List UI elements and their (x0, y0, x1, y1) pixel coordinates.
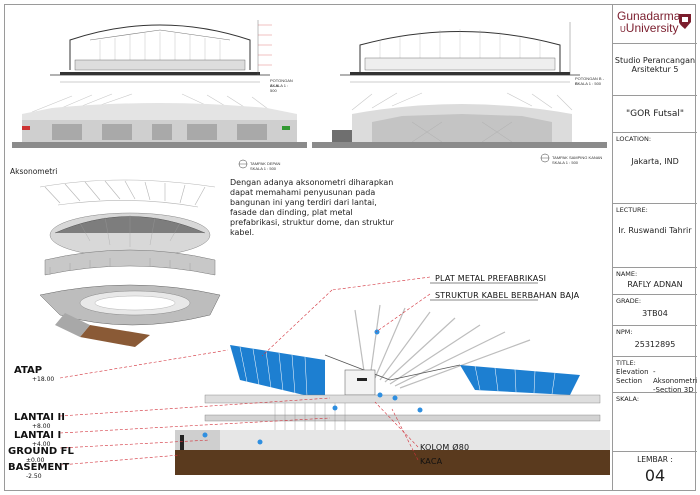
name-cell: NAME: RAFLY ADNAN (613, 268, 697, 295)
location-cell: LOCATION: Jakarta, IND (613, 133, 697, 204)
npm-label: NPM: (616, 328, 633, 336)
lembar-label: LEMBAR : (637, 455, 673, 464)
university-logo: Gunadarma UUniversity (617, 9, 681, 35)
side-view-label: TAMPAK SAMPING KANAN (552, 155, 603, 160)
section-b-label: POTONGAN B - B (575, 76, 605, 86)
npm-value: 25312895 (634, 340, 676, 349)
studio-cell: Studio Perancangan Arsitektur 5 (613, 44, 697, 96)
section-3d-svg (175, 304, 610, 475)
callout-glass: KACA (420, 457, 443, 466)
project-cell: "GOR Futsal" (613, 96, 697, 133)
section-a-drawing: POTONGAN A - A SKALA 1 : 500 (20, 10, 293, 93)
level-floor-2: LANTAI II +8.00 (14, 412, 65, 431)
callout-column: KOLOM Ø80 (420, 443, 470, 452)
level-roof: ATAP +18.00 (14, 365, 55, 384)
axonometry-description: Dengan adanya aksonometri diharapkan dap… (230, 178, 394, 237)
location-value: Jakarta, IND (631, 157, 679, 166)
level-floor-1: LANTAI I +4.00 (14, 430, 62, 449)
side-view-scale: SKALA 1 : 500 (552, 160, 579, 165)
section-b-scale: SKALA 1 : 500 (575, 81, 602, 86)
skala-label: SKALA: (616, 395, 640, 403)
name-value: RAFLY ADNAN (627, 280, 683, 289)
front-view-scale: SKALA 1 : 500 (250, 166, 277, 171)
level-basement: BASEMENT -2.50 (8, 462, 70, 481)
north-arrow-icon (238, 159, 248, 169)
university-prefix: U (620, 25, 626, 34)
university-crest-icon (679, 14, 691, 29)
grade-value: 3TB04 (642, 309, 668, 318)
lecture-value: Ir. Ruswandi Tahrir (618, 226, 692, 235)
section-a-svg (50, 20, 272, 83)
university-logo-cell: Gunadarma UUniversity (613, 4, 697, 44)
side-view-render (312, 92, 607, 154)
lembar-cell: LEMBAR : 04 (613, 452, 697, 491)
location-label: LOCATION: (616, 135, 652, 143)
lecture-label: LECTURE: (616, 206, 648, 214)
section-b-drawing: POTONGAN B - B SKALA 1 : 500 (320, 10, 605, 90)
north-arrow-icon (540, 153, 550, 163)
studio-line-1: Studio Perancangan (614, 56, 696, 65)
grade-cell: GRADE: 3TB04 (613, 295, 697, 326)
npm-cell: NPM: 25312895 (613, 326, 697, 357)
skala-cell: SKALA: (613, 393, 697, 452)
title-col-2: -Aksonometri -Section 3D (653, 368, 698, 394)
title-label: TITLE: (616, 359, 636, 367)
axonometry-heading: Aksonometri (10, 167, 58, 176)
title-block: Gunadarma UUniversity Studio Perancangan… (612, 4, 698, 491)
lecture-cell: LECTURE: Ir. Ruswandi Tahrir (613, 204, 697, 268)
callout-metal-plate: PLAT METAL PREFABRIKASI (435, 274, 547, 283)
section-b-svg (340, 22, 580, 83)
section-3d-drawing (175, 300, 610, 480)
section-a-scale: SKALA 1 : 500 (270, 83, 289, 93)
project-title: "GOR Futsal" (625, 109, 685, 119)
level-ground: GROUND FL ±0.00 (8, 446, 74, 465)
studio-line-2: Arsitektur 5 (631, 65, 679, 74)
front-view-render (12, 92, 307, 154)
callout-cable-structure: STRUKTUR KABEL BERBAHAN BAJA (435, 291, 580, 300)
sheet-frame (4, 4, 696, 491)
front-view-svg (12, 92, 307, 154)
section-a-label: POTONGAN A - A (270, 78, 293, 88)
name-label: NAME: (616, 270, 638, 278)
title-cell: TITLE: Elevation Section -Aksonometri -S… (613, 357, 698, 394)
lembar-value: 04 (644, 466, 666, 485)
front-view-label: TAMPAK DEPAN (250, 161, 281, 166)
grade-label: GRADE: (616, 297, 642, 305)
leader-lines-svg (59, 276, 538, 466)
axonometry-exploded-drawing (10, 175, 230, 360)
title-col-1: Elevation Section (616, 368, 649, 385)
side-view-svg (312, 92, 607, 154)
axonometry-svg (39, 179, 221, 347)
